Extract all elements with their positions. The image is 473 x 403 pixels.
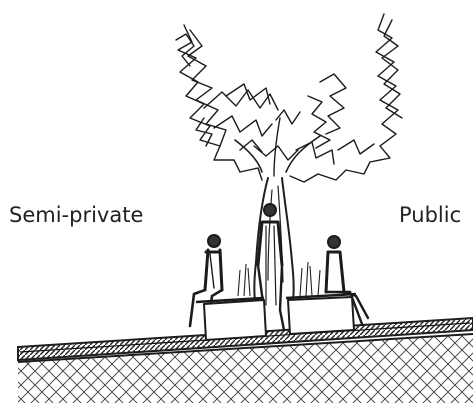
public-label: Public bbox=[399, 205, 461, 226]
bench-right bbox=[288, 297, 354, 334]
bushes bbox=[238, 262, 320, 296]
tree-canopy bbox=[176, 14, 402, 182]
semi-private-label: Semi-private bbox=[9, 205, 143, 226]
bench-left bbox=[204, 300, 266, 340]
